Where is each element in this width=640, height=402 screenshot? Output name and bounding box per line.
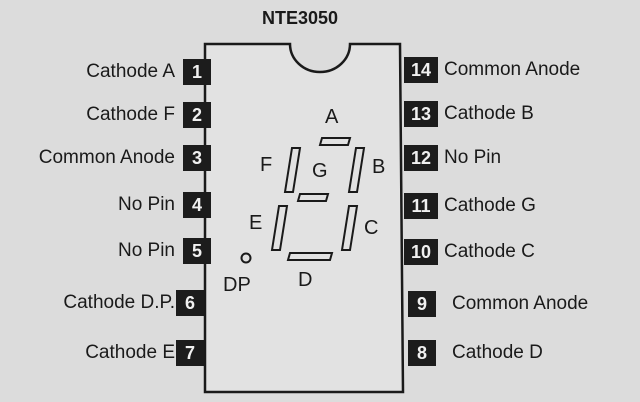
chip-body bbox=[203, 42, 405, 394]
segment-label-c: C bbox=[364, 217, 379, 239]
part-title: NTE3050 bbox=[262, 8, 339, 28]
segment-e bbox=[270, 205, 289, 251]
pin-label-7: Cathode E bbox=[85, 342, 175, 363]
pin-number-2: 2 bbox=[183, 102, 211, 128]
pin-number-12: 12 bbox=[404, 145, 438, 171]
pin-number-7: 7 bbox=[176, 340, 204, 366]
pin-number-5: 5 bbox=[183, 238, 211, 264]
pin-label-3: Common Anode bbox=[38, 147, 175, 168]
segment-label-d: D bbox=[298, 269, 313, 291]
pin-number-11: 11 bbox=[404, 193, 438, 219]
segment-a bbox=[318, 137, 352, 146]
segment-label-e: E bbox=[249, 212, 263, 234]
pin-label-11: Cathode G bbox=[444, 195, 536, 216]
pin-label-13: Cathode B bbox=[444, 103, 534, 124]
pin-number-3: 3 bbox=[183, 145, 211, 171]
pin-label-8: Cathode D bbox=[452, 342, 543, 363]
pin-label-14: Common Anode bbox=[444, 59, 581, 80]
segment-label-dp: DP bbox=[223, 274, 251, 296]
pin-label-4: No Pin bbox=[117, 194, 175, 215]
pin-number-9: 9 bbox=[408, 291, 436, 317]
decimal-point bbox=[240, 252, 252, 264]
segment-label-a: A bbox=[325, 106, 339, 128]
segment-b bbox=[347, 147, 366, 193]
pin-number-8: 8 bbox=[408, 340, 436, 366]
pin-label-10: Cathode C bbox=[444, 241, 535, 262]
pin-number-10: 10 bbox=[404, 239, 438, 265]
segment-g bbox=[296, 193, 330, 202]
pin-label-1: Cathode A bbox=[86, 61, 175, 82]
pin-label-9: Common Anode bbox=[452, 293, 589, 314]
pin-number-6: 6 bbox=[176, 290, 204, 316]
segment-label-g: G bbox=[312, 160, 328, 182]
segment-c bbox=[340, 205, 359, 251]
pin-label-2: Cathode F bbox=[86, 104, 175, 125]
pin-label-12: No Pin bbox=[444, 147, 502, 168]
segment-d bbox=[286, 252, 334, 261]
segment-label-b: B bbox=[372, 156, 386, 178]
pin-label-5: No Pin bbox=[117, 240, 175, 261]
pin-number-1: 1 bbox=[183, 59, 211, 85]
pin-number-13: 13 bbox=[404, 101, 438, 127]
pin-label-6: Cathode D.P. bbox=[63, 292, 175, 313]
segment-f bbox=[283, 147, 302, 193]
pin-number-14: 14 bbox=[404, 57, 438, 83]
segment-label-f: F bbox=[260, 154, 273, 176]
pin-number-4: 4 bbox=[183, 192, 211, 218]
